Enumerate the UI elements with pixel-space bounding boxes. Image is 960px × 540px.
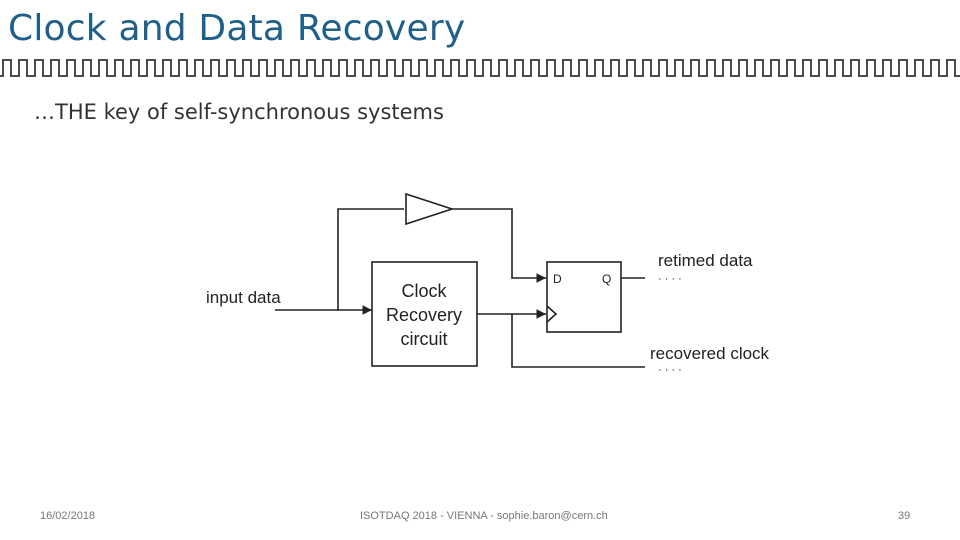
clock-waveform-decoration <box>0 59 960 77</box>
input-data-label: input data <box>206 288 281 307</box>
data-wire <box>452 208 546 283</box>
footer-center: ISOTDAQ 2018 - VIENNA - sophie.baron@cer… <box>360 510 608 522</box>
recovered-clock-ellipsis: · · · · <box>658 364 682 376</box>
block-line-1: Clock <box>401 281 447 301</box>
slide-title: Clock and Data Recovery <box>8 8 466 49</box>
buffer-triangle <box>405 192 455 226</box>
ff-q-label: Q <box>602 272 611 286</box>
flip-flop-box <box>546 261 622 333</box>
bypass-wire <box>337 208 404 310</box>
retimed-data-label: retimed data <box>658 251 753 270</box>
recovered-clock-label: recovered clock <box>650 344 770 363</box>
slide-subtitle: …THE key of self-synchronous systems <box>34 100 444 124</box>
clock-input-triangle <box>546 305 558 323</box>
retimed-data-ellipsis: · · · · <box>658 273 682 285</box>
footer-page-number: 39 <box>898 510 911 522</box>
block-line-2: Recovery <box>386 305 462 325</box>
footer-date: 16/02/2018 <box>40 510 96 522</box>
cdr-block-diagram: input data Clock Recovery circuit D Q re… <box>206 192 770 376</box>
recovered-clock-wire <box>511 314 645 368</box>
block-line-3: circuit <box>400 329 447 349</box>
ff-d-label: D <box>553 272 562 286</box>
